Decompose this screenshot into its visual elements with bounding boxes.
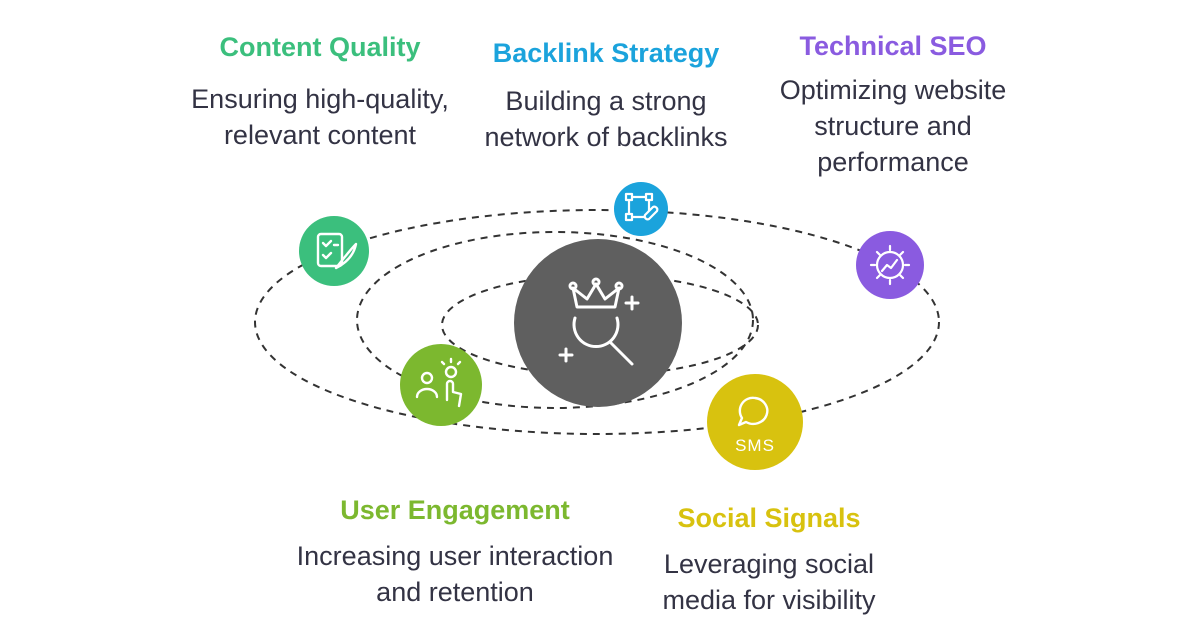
technical-seo-label: Technical SEO Optimizing website structu… bbox=[780, 30, 1007, 180]
social-signals-circle bbox=[707, 374, 803, 470]
user-engagement-description-line: Increasing user interaction bbox=[296, 541, 614, 571]
content-quality-circle bbox=[299, 216, 369, 286]
gear-chart-icon bbox=[869, 244, 911, 286]
technical-seo-description: Optimizing website structure and perform… bbox=[780, 72, 1007, 180]
checklist-pen-icon bbox=[316, 232, 358, 270]
node-technical-seo bbox=[856, 231, 924, 299]
sms-bubble-icon bbox=[737, 396, 769, 427]
content-quality-description-line: relevant content bbox=[223, 120, 417, 150]
center-node bbox=[514, 239, 682, 407]
user-engagement-label: User Engagement Increasing user interact… bbox=[297, 494, 614, 610]
backlink-strategy-description-line: Building a strong bbox=[505, 86, 707, 116]
backlink-strategy-description-line: network of backlinks bbox=[484, 122, 728, 152]
content-quality-title: Content Quality bbox=[219, 32, 421, 62]
sms-icon-label: SMS bbox=[735, 436, 775, 455]
social-signals-title: Social Signals bbox=[677, 503, 861, 533]
backlink-strategy-circle bbox=[614, 182, 668, 236]
user-engagement-title: User Engagement bbox=[340, 495, 570, 525]
orbit-ring-outer bbox=[254, 209, 940, 435]
technical-seo-title: Technical SEO bbox=[799, 31, 987, 61]
content-quality-label: Content Quality Ensuring high-quality, r… bbox=[191, 31, 449, 153]
backlink-strategy-title: Backlink Strategy bbox=[492, 38, 720, 68]
backlink-strategy-label: Backlink Strategy Building a strong netw… bbox=[484, 37, 727, 155]
social-signals-description: Leveraging social media for visibility bbox=[662, 546, 875, 618]
node-social-signals: SMS bbox=[707, 374, 803, 470]
backlink-strategy-description: Building a strong network of backlinks bbox=[484, 83, 727, 155]
social-signals-description-line: media for visibility bbox=[662, 585, 876, 615]
node-backlink-strategy bbox=[614, 182, 668, 236]
technical-seo-description-line: performance bbox=[817, 147, 969, 177]
technical-seo-circle bbox=[856, 231, 924, 299]
orbit-ring-middle bbox=[356, 231, 754, 409]
user-engagement-circle bbox=[400, 344, 482, 426]
crown-magnifier-icon bbox=[558, 277, 640, 366]
technical-seo-description-line: structure and bbox=[814, 111, 972, 141]
node-content-quality bbox=[299, 216, 369, 286]
people-hand-icon bbox=[415, 357, 463, 408]
link-square-icon bbox=[624, 192, 659, 222]
content-quality-description: Ensuring high-quality, relevant content bbox=[191, 81, 449, 153]
user-engagement-description: Increasing user interaction and retentio… bbox=[297, 538, 614, 610]
social-signals-label: Social Signals Leveraging social media f… bbox=[662, 502, 875, 618]
node-user-engagement bbox=[400, 344, 482, 426]
technical-seo-description-line: Optimizing website bbox=[779, 75, 1007, 105]
user-engagement-description-line: and retention bbox=[376, 577, 534, 607]
center-circle bbox=[514, 239, 682, 407]
social-signals-description-line: Leveraging social bbox=[663, 549, 875, 579]
content-quality-description-line: Ensuring high-quality, bbox=[191, 84, 449, 114]
